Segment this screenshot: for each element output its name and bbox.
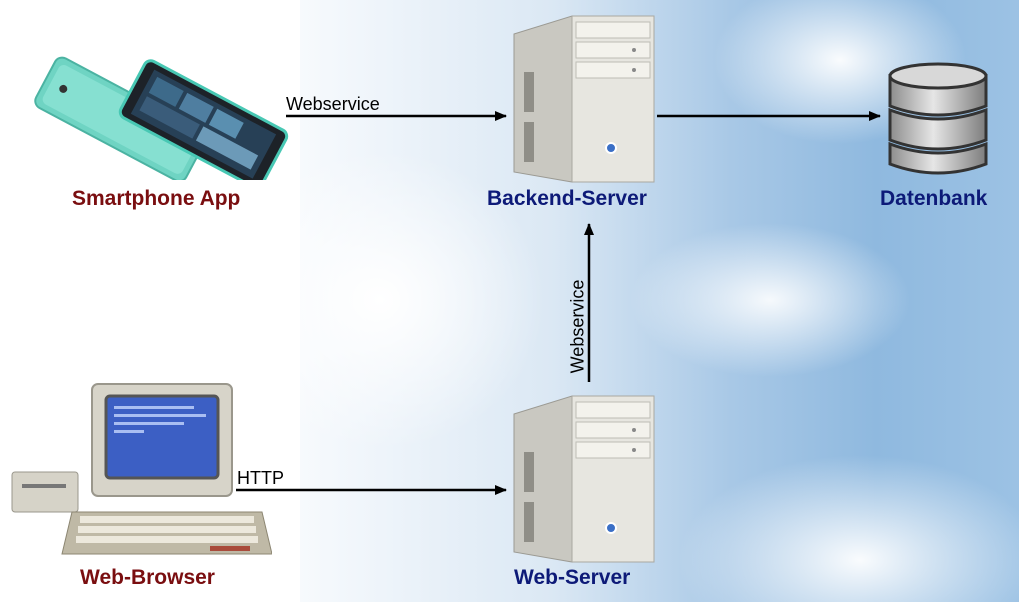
retro-computer-icon	[11, 383, 272, 555]
database-icon	[888, 62, 988, 175]
backend-server-label: Backend-Server	[487, 187, 647, 210]
smartphone-app-label: Smartphone App	[72, 187, 241, 210]
edge-label-smartphone-backend: Webservice	[286, 94, 380, 114]
web-browser-label: Web-Browser	[80, 566, 215, 589]
edge-label-webserver-backend: Webservice	[567, 279, 588, 374]
database-label: Datenbank	[880, 187, 988, 210]
smartphone-icon	[34, 56, 289, 180]
backend-server-icon	[513, 15, 655, 183]
edge-label-browser-webserver: HTTP	[237, 468, 284, 488]
web-server-icon	[513, 395, 655, 563]
web-server-label: Web-Server	[514, 566, 631, 589]
